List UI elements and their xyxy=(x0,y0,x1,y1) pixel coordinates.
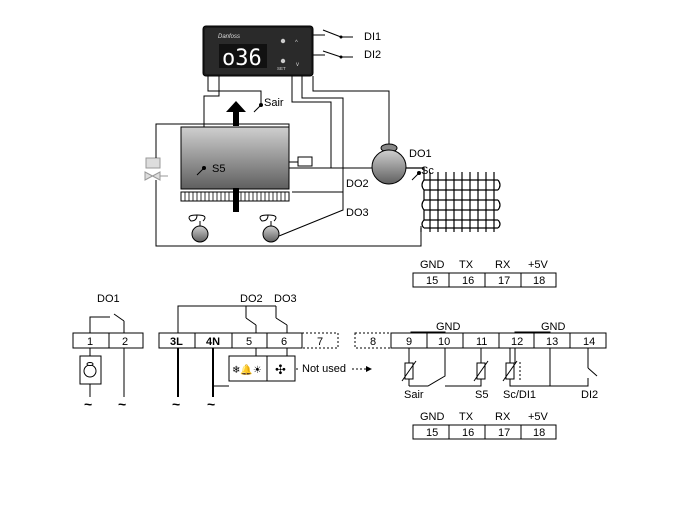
di-switches: DI1 DI2 xyxy=(313,29,381,61)
comm-bottom-gnd: GND xyxy=(420,411,445,423)
terminal-7: 7 xyxy=(317,336,323,348)
comm-top-gnd: GND xyxy=(420,259,445,271)
power-relay-block: DO2 DO3 3L 4N 5 6 7 ~ ~ ❄🔔☀ ✣ Not used xyxy=(158,293,372,412)
sc-di1-label: Sc/DI1 xyxy=(503,389,536,401)
do1-label-top: DO1 xyxy=(409,148,432,160)
controller-unit: Danfoss o36 ^ v SET xyxy=(202,25,314,77)
comm-bottom-t16: 16 xyxy=(462,427,474,439)
terminal-2: 2 xyxy=(122,336,128,348)
di1-label: DI1 xyxy=(364,31,381,43)
expansion-valve-icon xyxy=(144,157,168,181)
sc-label: Sc xyxy=(421,165,434,177)
comm-terminals-bottom: GND TX RX +5V 15 16 17 18 xyxy=(412,411,557,440)
condenser-icon xyxy=(406,167,501,232)
airflow-arrow xyxy=(226,101,246,126)
down-arrow-icon[interactable]: v xyxy=(296,62,299,68)
do3-label-bottom: DO3 xyxy=(274,293,297,305)
fan-icon: ✣ xyxy=(275,362,286,377)
terminal-5: 5 xyxy=(246,336,252,348)
di2-label: DI2 xyxy=(364,49,381,61)
terminal-8: 8 xyxy=(370,336,376,348)
sair-sensor: Sair xyxy=(253,97,284,113)
up-arrow-icon[interactable]: ^ xyxy=(295,40,298,46)
comm-top-t18: 18 xyxy=(533,275,545,287)
comm-bottom-t18: 18 xyxy=(533,427,545,439)
comm-bottom-5v: +5V xyxy=(528,411,549,423)
terminal-9: 9 xyxy=(406,336,412,348)
do2-label: DO2 xyxy=(346,178,369,190)
tilde-1: ~ xyxy=(84,396,92,412)
gnd-label-2: GND xyxy=(541,321,566,333)
terminal-14: 14 xyxy=(583,336,595,348)
not-used-label: Not used xyxy=(302,363,346,375)
di2-sensor-label: DI2 xyxy=(581,389,598,401)
do3-label: DO3 xyxy=(346,207,369,219)
s5-sensor-label: S5 xyxy=(475,389,488,401)
display-readout: o36 xyxy=(222,46,262,71)
s5-label: S5 xyxy=(212,163,225,175)
sair-label: Sair xyxy=(264,97,284,109)
comm-terminals-top: GND TX RX +5V 15 16 17 18 xyxy=(412,259,557,288)
comm-bottom-t15: 15 xyxy=(426,427,438,439)
terminal-12: 12 xyxy=(511,336,523,348)
comm-bottom-tx: TX xyxy=(459,411,474,423)
terminal-10: 10 xyxy=(438,336,450,348)
s5-sensor: S5 xyxy=(196,163,225,176)
sensor-input-block: GND GND 8 9 10 11 12 13 14 Sair S5 xyxy=(354,321,607,401)
set-button[interactable]: SET xyxy=(277,66,286,71)
evaporator xyxy=(180,126,313,212)
terminal-4n: 4N xyxy=(206,336,220,348)
comm-top-rx: RX xyxy=(495,259,511,271)
brand-label: Danfoss xyxy=(218,34,240,40)
evaporator-fans xyxy=(188,192,344,243)
controller-buttons[interactable]: ^ v SET xyxy=(277,38,299,71)
sair-sensor-label: Sair xyxy=(404,389,424,401)
comm-top-tx: TX xyxy=(459,259,474,271)
tilde-4: ~ xyxy=(207,396,215,412)
comm-top-t16: 16 xyxy=(462,275,474,287)
terminal-13: 13 xyxy=(546,336,558,348)
comm-top-5v: +5V xyxy=(528,259,549,271)
comm-bottom-t17: 17 xyxy=(498,427,510,439)
comm-bottom-rx: RX xyxy=(495,411,511,423)
compressor-icon: DO1 Sc xyxy=(371,143,434,185)
terminal-11: 11 xyxy=(476,336,487,348)
tilde-2: ~ xyxy=(118,396,126,412)
comm-top-t17: 17 xyxy=(498,275,510,287)
terminal-1: 1 xyxy=(87,336,93,348)
do2-label-bottom: DO2 xyxy=(240,293,263,305)
do1-label-bottom: DO1 xyxy=(97,293,120,305)
defrost-alarm-light-icon: ❄🔔☀ xyxy=(232,364,262,376)
terminal-6: 6 xyxy=(281,336,287,348)
do1-relay: DO1 1 2 ~ ~ xyxy=(72,293,144,412)
terminal-3l: 3L xyxy=(170,336,183,348)
tilde-3: ~ xyxy=(172,396,180,412)
refrigerant-loop xyxy=(155,123,422,247)
comm-top-t15: 15 xyxy=(426,275,438,287)
gnd-label-1: GND xyxy=(436,321,461,333)
